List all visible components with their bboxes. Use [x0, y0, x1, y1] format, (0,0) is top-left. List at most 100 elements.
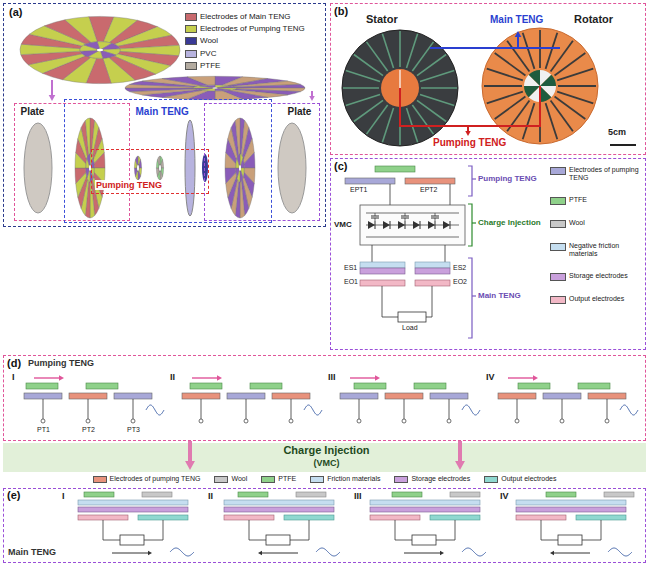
legend-text: PVC — [200, 49, 216, 58]
illustration-part — [148, 551, 152, 555]
illustration-part — [465, 131, 471, 136]
illustration-part — [404, 399, 405, 419]
legend-entry: Wool — [214, 475, 247, 483]
illustration-group — [24, 375, 638, 423]
illustration-part — [398, 312, 426, 322]
illustration-part — [160, 171, 163, 180]
node-title: (b) — [334, 5, 348, 18]
illustration-part — [516, 515, 566, 520]
illustration-part — [26, 383, 58, 389]
legend-text: Output electrodes — [501, 475, 556, 483]
bracket-label: Pumping TENG — [478, 174, 537, 183]
illustration-part — [137, 165, 139, 171]
legend-entry: PTFE — [261, 475, 296, 483]
illustration-part — [161, 160, 164, 168]
illustration-part — [225, 168, 236, 183]
illustration-part — [546, 103, 558, 139]
illustration-part — [468, 204, 472, 246]
illustration-part — [450, 492, 480, 497]
illustration-group — [225, 118, 255, 218]
illustration-part — [291, 399, 292, 419]
legend-swatch — [185, 37, 197, 45]
illustration-part — [440, 551, 444, 555]
illustration-part — [375, 221, 376, 229]
illustration-part — [540, 86, 551, 102]
illustration-part — [244, 153, 255, 168]
illustration-part — [199, 419, 203, 423]
illustration-part — [468, 258, 472, 338]
illustration-part — [86, 383, 118, 389]
illustration-part — [316, 548, 340, 556]
illustration-part — [366, 213, 459, 214]
plate-box: Plate — [14, 103, 130, 221]
illustration-part — [450, 221, 451, 229]
legend-swatch — [185, 50, 197, 58]
illustration-part — [399, 70, 400, 88]
illustration-group — [75, 118, 105, 218]
legend-entry: PTFE — [550, 196, 644, 205]
illustration-part — [415, 268, 450, 274]
illustration-part — [78, 515, 128, 520]
illustration-part — [430, 47, 560, 49]
illustration-part — [524, 86, 540, 97]
illustration-part — [217, 86, 237, 88]
illustration-part — [382, 34, 393, 68]
illustration-part — [296, 492, 326, 497]
illustration-part — [43, 399, 44, 419]
legend-text: Wool — [231, 475, 247, 483]
legend-text: Storage electrodes — [569, 272, 643, 280]
legend-swatch — [550, 243, 566, 251]
illustration-part — [421, 87, 457, 89]
node-subtitle: Pumping TENG — [28, 358, 94, 368]
legend-entry: Friction materials — [310, 475, 380, 483]
illustration-part — [156, 168, 159, 176]
bracket-label: Main TENG — [478, 291, 521, 300]
charge-injection-band: Charge Injection(VMC) — [3, 443, 650, 472]
illustration-part — [436, 520, 455, 540]
illustration-part — [413, 221, 420, 229]
illustration-part — [415, 280, 450, 286]
illustration-part — [249, 520, 266, 540]
illustration-part — [237, 154, 240, 166]
illustration-part — [144, 520, 163, 540]
illustration-part — [472, 295, 476, 296]
part-label: Pumping TENG — [432, 137, 507, 149]
legend-swatch — [214, 476, 228, 483]
illustration-part — [360, 262, 405, 268]
illustration-part — [272, 393, 310, 399]
illustration-part — [516, 507, 626, 512]
node-title: (c) — [334, 160, 347, 173]
stage-number: II — [170, 372, 175, 382]
illustration-part — [131, 419, 135, 423]
illustration-part — [468, 166, 472, 196]
legend: Electrodes of Main TENGElectrodes of Pum… — [185, 12, 323, 70]
legend-text: Wool — [569, 219, 643, 227]
illustration-part — [224, 500, 334, 505]
legend-text: Electrodes of Pumping TENG — [200, 24, 305, 33]
legend-swatch — [550, 220, 566, 228]
illustration-part — [340, 393, 378, 399]
illustration-part — [576, 515, 626, 520]
illustration-group — [342, 28, 636, 146]
legend: Electrodes of pumping TENGPTFEWoolNegati… — [550, 166, 644, 304]
illustration-part — [417, 54, 446, 75]
illustration-part — [430, 393, 468, 399]
illustration-part — [360, 280, 405, 286]
electrode-label: ES2 — [453, 264, 466, 272]
illustration-part — [266, 535, 290, 545]
illustration-part — [472, 222, 476, 223]
electrode-label: EPT2 — [420, 186, 438, 194]
illustration-part — [157, 156, 160, 165]
scale-label: 5cm — [608, 127, 626, 137]
illustration-part — [415, 262, 450, 268]
legend-swatch — [185, 62, 197, 70]
illustration-part — [289, 419, 293, 423]
illustration-part — [354, 383, 386, 389]
illustration-part — [383, 221, 390, 229]
illustration-part — [450, 184, 451, 205]
node-subtitle: (VMC) — [3, 458, 650, 468]
illustration-part — [345, 178, 395, 184]
illustration-part — [250, 383, 282, 389]
node-title: Pumping TENG — [95, 180, 163, 190]
